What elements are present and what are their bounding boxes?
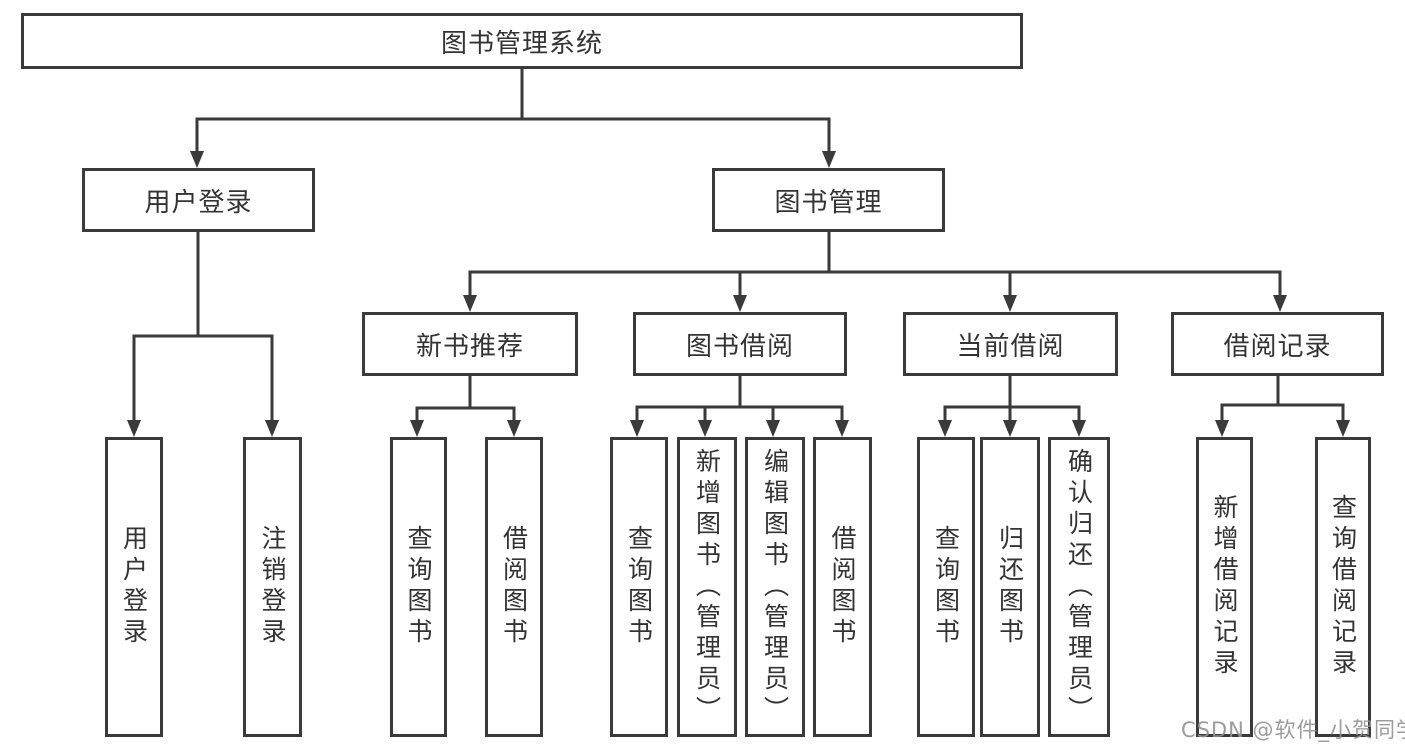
leaf-records-add-label: 新增借阅记录 bbox=[1210, 494, 1239, 680]
arrowheads bbox=[127, 151, 1350, 437]
leaf-user-login-label: 用户登录 bbox=[119, 525, 149, 649]
node-current-borrow: 当前借阅 bbox=[903, 312, 1118, 376]
node-book-borrow: 图书借阅 bbox=[633, 312, 847, 376]
node-book-mgmt: 图书管理 bbox=[712, 168, 945, 232]
leaf-bookborrow-edit-label: 编辑图书（管理员） bbox=[760, 447, 790, 727]
node-user-login-label: 用户登录 bbox=[144, 187, 253, 218]
arrowhead-icon bbox=[938, 420, 952, 437]
node-current-borrow-label: 当前借阅 bbox=[956, 331, 1065, 362]
leaf-bookborrow-add: 新增图书（管理员） bbox=[677, 437, 737, 737]
edge-userlogin-to-leaves bbox=[132, 232, 274, 420]
arrowhead-icon bbox=[507, 420, 521, 437]
leaf-newbooks-query: 查询图书 bbox=[390, 437, 447, 737]
arrowhead-icon bbox=[1003, 420, 1017, 437]
arrowhead-icon bbox=[127, 420, 141, 437]
leaf-currentborrow-return: 归还图书 bbox=[980, 437, 1040, 737]
leaf-records-query-label: 查询借阅记录 bbox=[1328, 494, 1358, 680]
edge-bookborrow-to-leaves bbox=[635, 376, 844, 420]
arrowhead-icon bbox=[1336, 420, 1350, 437]
leaf-bookborrow-borrow-label: 借阅图书 bbox=[828, 525, 857, 649]
leaf-records-add: 新增借阅记录 bbox=[1196, 437, 1253, 737]
node-book-mgmt-label: 图书管理 bbox=[774, 187, 883, 218]
leaf-user-login: 用户登录 bbox=[105, 437, 163, 737]
arrowhead-icon bbox=[1273, 295, 1287, 312]
arrowhead-icon bbox=[630, 420, 644, 437]
node-borrow-records-label: 借阅记录 bbox=[1223, 331, 1332, 362]
leaf-bookborrow-edit: 编辑图书（管理员） bbox=[745, 437, 805, 737]
arrowhead-icon bbox=[1215, 420, 1229, 437]
node-new-books-label: 新书推荐 bbox=[415, 331, 524, 362]
leaf-bookborrow-query: 查询图书 bbox=[610, 437, 668, 737]
leaf-currentborrow-return-label: 归还图书 bbox=[995, 525, 1025, 649]
edge-bookmgmt-to-level2 bbox=[468, 232, 1282, 295]
edge-borrowrecords-to-leaves bbox=[1220, 376, 1345, 420]
node-root-label: 图书管理系统 bbox=[440, 28, 603, 59]
edge-newbooks-to-leaves bbox=[415, 376, 516, 420]
csdn-watermark: CSDN @软件_小贺同学 bbox=[1181, 718, 1405, 742]
arrowhead-icon bbox=[835, 420, 849, 437]
arrowhead-icon bbox=[265, 420, 279, 437]
leaf-newbooks-query-label: 查询图书 bbox=[404, 525, 433, 649]
leaf-bookborrow-borrow: 借阅图书 bbox=[813, 437, 872, 737]
arrowhead-icon bbox=[733, 295, 747, 312]
leaf-currentborrow-query: 查询图书 bbox=[917, 437, 975, 737]
node-user-login: 用户登录 bbox=[82, 168, 315, 232]
leaf-bookborrow-add-label: 新增图书（管理员） bbox=[692, 447, 722, 727]
arrowhead-icon bbox=[1072, 420, 1086, 437]
arrowhead-icon bbox=[822, 151, 836, 168]
arrowhead-icon bbox=[463, 295, 477, 312]
leaf-currentborrow-query-label: 查询图书 bbox=[931, 525, 961, 649]
edge-currentborrow-to-leaves bbox=[943, 376, 1081, 420]
leaf-bookborrow-query-label: 查询图书 bbox=[624, 525, 654, 649]
arrowhead-icon bbox=[410, 420, 424, 437]
arrowhead-icon bbox=[698, 420, 712, 437]
leaf-currentborrow-confirm-label: 确认归还（管理员） bbox=[1064, 447, 1094, 727]
node-borrow-records: 借阅记录 bbox=[1171, 312, 1384, 376]
leaf-currentborrow-confirm: 确认归还（管理员） bbox=[1048, 437, 1110, 737]
node-root: 图书管理系统 bbox=[21, 13, 1023, 69]
edge-root-to-level1 bbox=[195, 69, 831, 151]
node-book-borrow-label: 图书借阅 bbox=[685, 331, 794, 362]
leaf-records-query: 查询借阅记录 bbox=[1315, 437, 1371, 737]
leaf-logout-label: 注销登录 bbox=[258, 525, 287, 649]
node-new-books: 新书推荐 bbox=[362, 312, 578, 376]
arrowhead-icon bbox=[1003, 295, 1017, 312]
arrowhead-icon bbox=[190, 151, 204, 168]
leaf-newbooks-borrow: 借阅图书 bbox=[485, 437, 543, 737]
leaf-logout: 注销登录 bbox=[243, 437, 302, 737]
arrowhead-icon bbox=[766, 420, 780, 437]
leaf-newbooks-borrow-label: 借阅图书 bbox=[499, 525, 529, 649]
